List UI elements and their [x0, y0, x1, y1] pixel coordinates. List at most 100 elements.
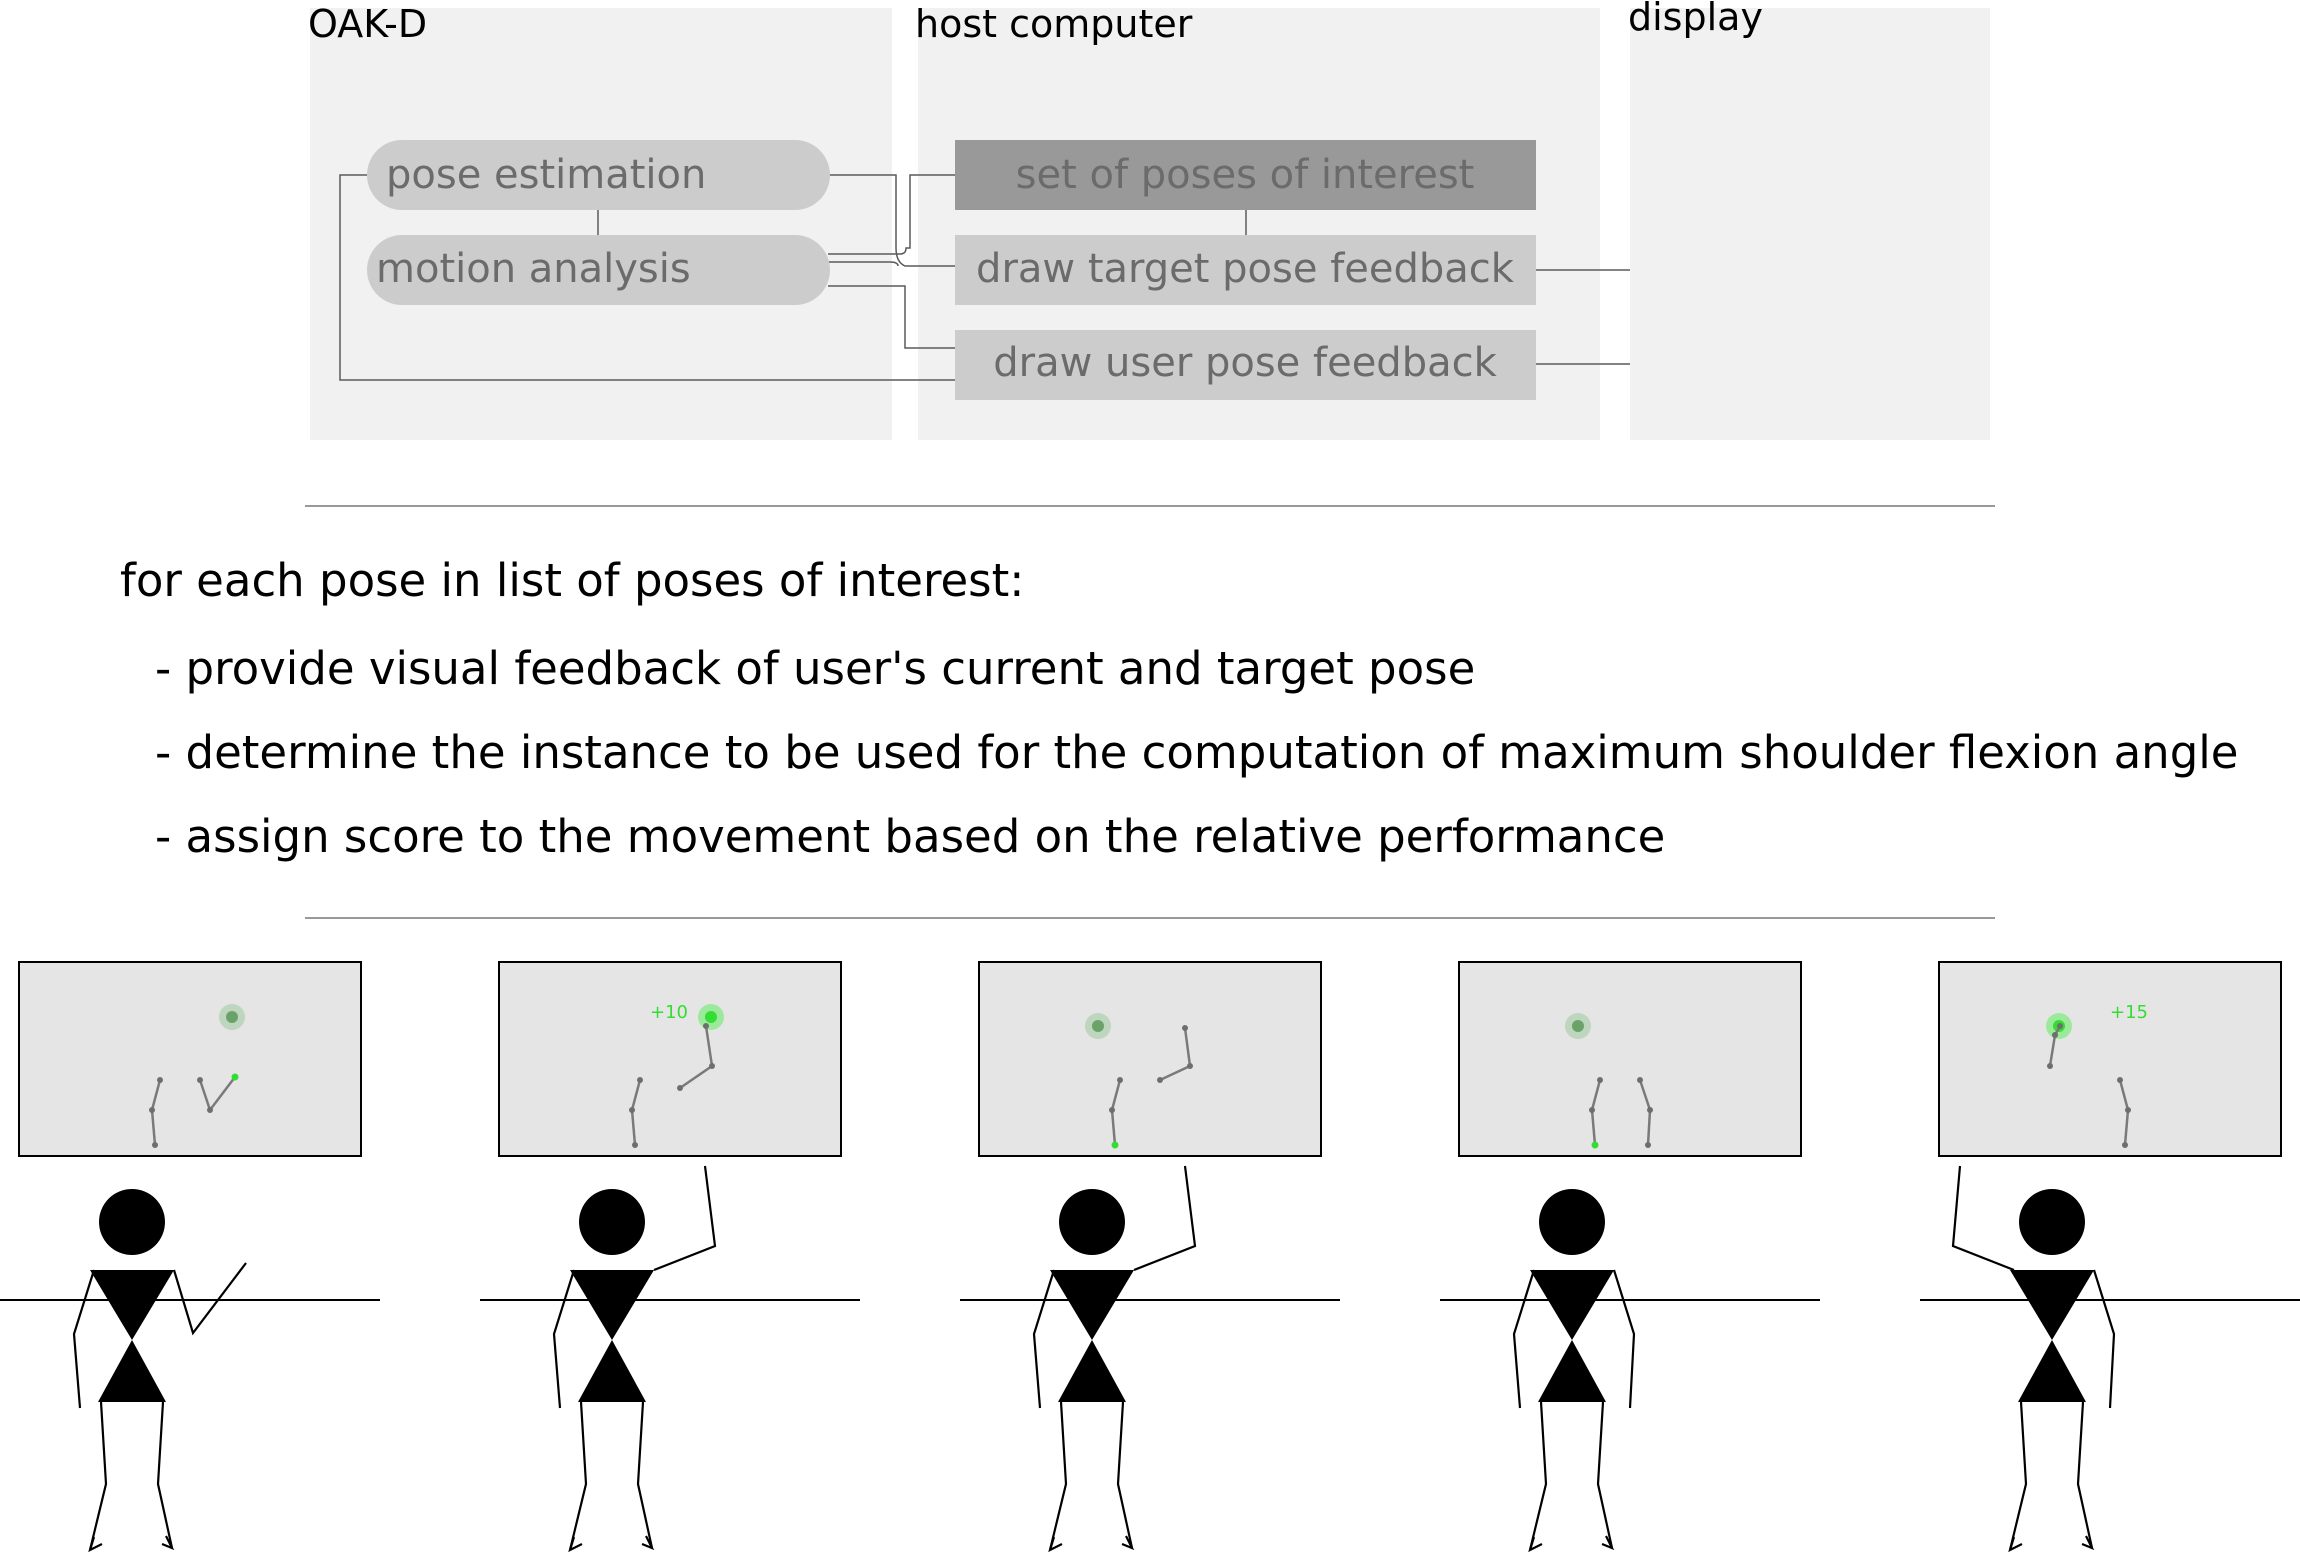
- figure-left-leg: [88, 1401, 108, 1551]
- connector-motion-to-user: [828, 285, 956, 349]
- figure-right-arm: [653, 1165, 717, 1272]
- figure-right-arm: [1133, 1165, 1197, 1272]
- skeleton-joint: [2122, 1142, 2128, 1148]
- region-title-display: display: [1628, 0, 1763, 39]
- connectors: [339, 174, 1630, 381]
- display-screen: [18, 961, 362, 1157]
- figure-torso-upper: [2010, 1270, 2094, 1340]
- node-set-of-poses: [955, 140, 1536, 210]
- score-label: +10: [650, 1002, 688, 1023]
- figure-left-arm: [552, 1269, 576, 1409]
- connector-motion-loop: [828, 261, 899, 267]
- figure-torso-lower: [98, 1340, 166, 1402]
- node-pose-estimation: [367, 140, 830, 210]
- display-screen: [1938, 961, 2282, 1157]
- figure-right-leg: [636, 1401, 654, 1549]
- figure-right-arm: [1612, 1269, 1636, 1409]
- figure-right-leg: [1596, 1401, 1614, 1549]
- figure-left-leg: [1048, 1401, 1068, 1551]
- active-joint: [231, 1073, 239, 1081]
- active-joint: [1111, 1141, 1119, 1149]
- target-marker: [1092, 1020, 1104, 1032]
- figure-left-foot: [568, 1536, 583, 1553]
- figure-right-arm: [172, 1262, 247, 1336]
- figure-torso-lower: [1538, 1340, 1606, 1402]
- skeleton-joint: [149, 1107, 155, 1113]
- skeleton-joint: [677, 1085, 683, 1091]
- figure-right-foot: [1121, 1535, 1135, 1551]
- display-screen: [1458, 961, 1802, 1157]
- skeleton-joint: [1157, 1077, 1163, 1083]
- feedback-frame: +10: [480, 961, 860, 1553]
- region-display: [1630, 8, 1990, 440]
- feedback-frame: [0, 961, 380, 1553]
- figure-right-leg: [2076, 1401, 2094, 1549]
- target-marker: [1572, 1020, 1584, 1032]
- figure-torso-upper: [1530, 1270, 1614, 1340]
- figure-left-foot: [2008, 1536, 2023, 1553]
- node-draw-user-feedback: [955, 330, 1536, 400]
- skeleton-joint: [2047, 1063, 2053, 1069]
- region-title-host-computer: host computer: [915, 2, 1193, 46]
- step-item: - determine the instance to be used for …: [155, 726, 2238, 779]
- display-screen: [978, 961, 1322, 1157]
- node-motion-analysis-label: motion analysis: [376, 246, 691, 292]
- skeleton-joint: [632, 1142, 638, 1148]
- steps-section: for each pose in list of poses of intere…: [120, 554, 2238, 863]
- region-title-oak-d: OAK-D: [308, 2, 427, 46]
- figure-head: [1539, 1189, 1605, 1255]
- skeleton-joint: [207, 1107, 213, 1113]
- skeleton-joint: [2052, 1032, 2058, 1038]
- skeleton-joint: [629, 1107, 635, 1113]
- region-oak-d: [310, 8, 892, 440]
- node-draw-user-feedback-label: draw user pose feedback: [993, 340, 1497, 386]
- skeleton-joint: [1589, 1107, 1595, 1113]
- figure-left-arm: [1951, 1165, 2015, 1272]
- connector-user-loop-back: [339, 174, 956, 381]
- node-set-of-poses-label: set of poses of interest: [1016, 152, 1475, 198]
- figure-left-leg: [2008, 1401, 2028, 1551]
- figure-right-foot: [2081, 1535, 2095, 1551]
- skeleton-joint: [1117, 1077, 1123, 1083]
- skeleton-joint: [197, 1077, 203, 1083]
- steps-header: for each pose in list of poses of intere…: [120, 554, 1024, 607]
- skeleton-joint: [709, 1063, 715, 1069]
- step-item: - provide visual feedback of user's curr…: [155, 642, 1475, 695]
- connector-pose-to-target: [828, 174, 956, 267]
- figure-torso-upper: [1050, 1270, 1134, 1340]
- figure-head: [2019, 1189, 2085, 1255]
- figure-torso-lower: [578, 1340, 646, 1402]
- figure-left-arm: [1032, 1269, 1056, 1409]
- skeleton-joint: [1109, 1107, 1115, 1113]
- figure-left-arm: [72, 1269, 96, 1409]
- figure-head: [579, 1189, 645, 1255]
- figure-right-leg: [156, 1401, 174, 1549]
- skeleton-joint: [703, 1023, 709, 1029]
- skeleton-joint: [1182, 1025, 1188, 1031]
- node-draw-target-feedback-label: draw target pose feedback: [976, 246, 1515, 292]
- skeleton-joint: [1637, 1077, 1643, 1083]
- node-draw-target-feedback: [955, 235, 1536, 305]
- skeleton-joint: [2125, 1107, 2131, 1113]
- skeleton-joint: [1647, 1107, 1653, 1113]
- skeleton-joint: [1597, 1077, 1603, 1083]
- skeleton-joint: [1645, 1142, 1651, 1148]
- skeleton-joint: [1187, 1063, 1193, 1069]
- figure-torso-upper: [570, 1270, 654, 1340]
- display-screen: [498, 961, 842, 1157]
- figure-head: [1059, 1189, 1125, 1255]
- figure-left-arm: [1512, 1269, 1536, 1409]
- figure-left-leg: [568, 1401, 588, 1551]
- figure-torso-upper: [90, 1270, 174, 1340]
- target-marker: [705, 1011, 717, 1023]
- connector-motion-to-poses: [828, 174, 956, 255]
- figure-left-foot: [1048, 1536, 1063, 1553]
- node-pose-estimation-label: pose estimation: [386, 152, 706, 198]
- skeleton-joint: [2117, 1077, 2123, 1083]
- figure-right-foot: [161, 1535, 175, 1551]
- score-label: +15: [2110, 1002, 2148, 1023]
- feedback-frames: +10 +15: [0, 961, 2300, 1553]
- figure-left-leg: [1528, 1401, 1548, 1551]
- figure-torso-lower: [2018, 1340, 2086, 1402]
